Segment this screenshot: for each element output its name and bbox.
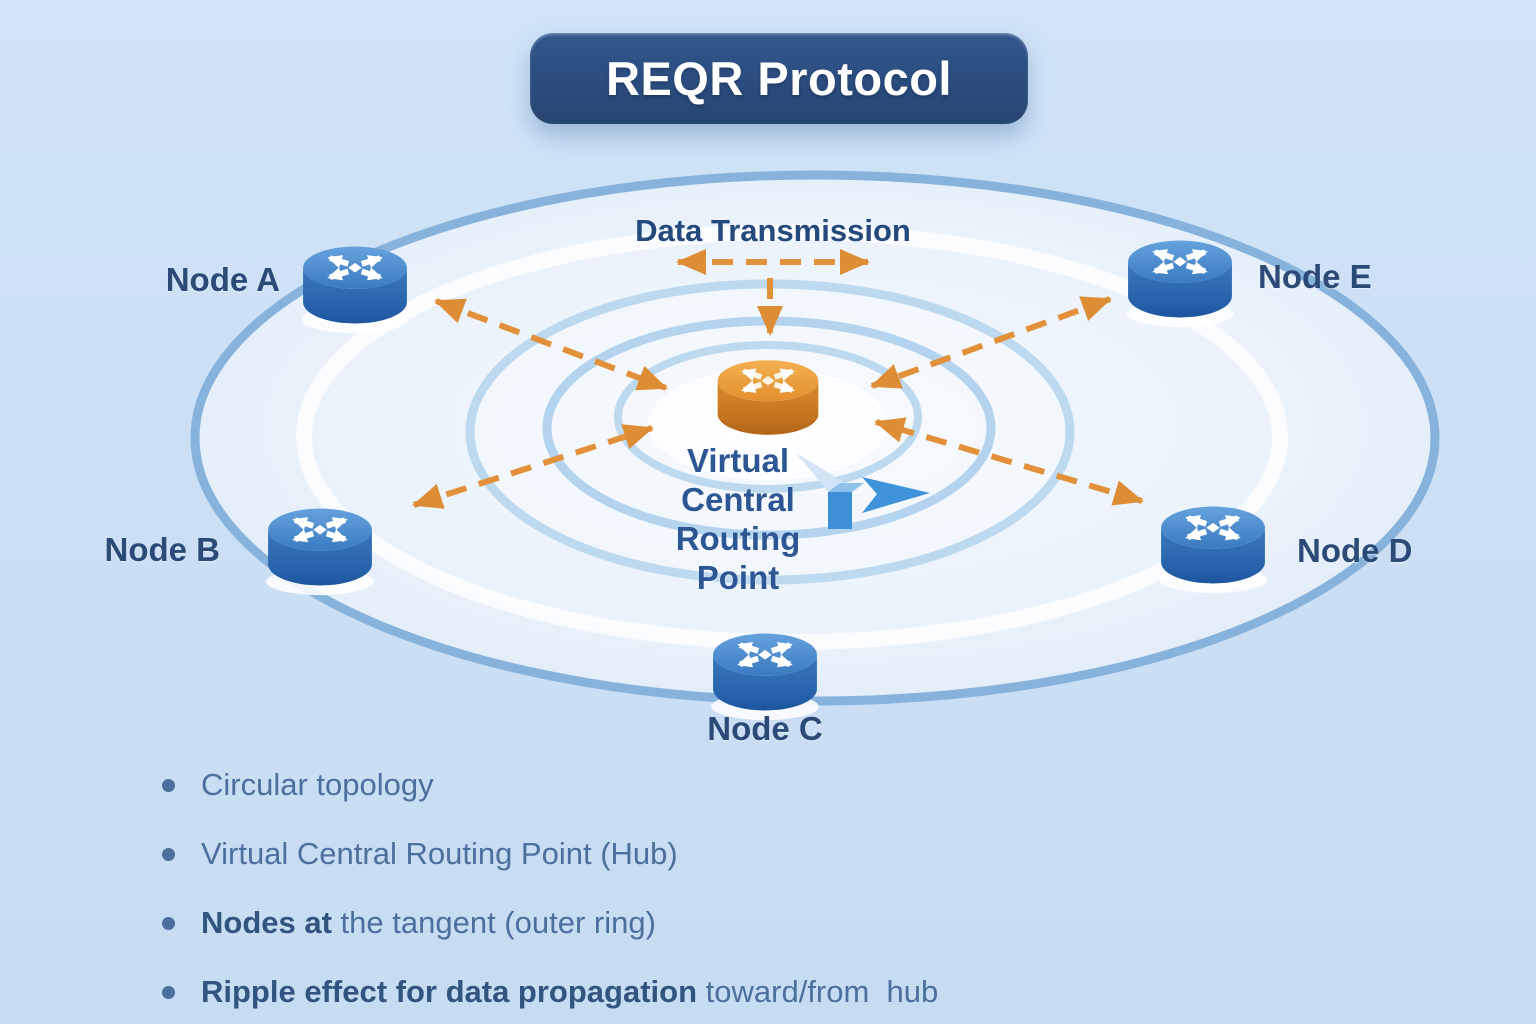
bullet-dot [162,916,175,930]
flow-box-icon [828,492,852,529]
node-c-label: Node C [707,710,823,747]
bullet-dot [162,985,175,999]
link-arrow-node-d [874,417,1144,506]
ripple-ring-1 [614,341,922,493]
title-banner: REQR Protocol [530,33,1028,124]
page-title: REQR Protocol [606,52,952,105]
data-transmission-label: Data Transmission [635,213,911,248]
bullet-dot [162,778,175,792]
flow-wedge [796,453,852,494]
router-icon-node-a [301,247,409,334]
link-arrow-node-b [412,424,654,509]
legend-item-bold: Ripple effect for data propagation [201,974,698,1009]
node-a-label: Node A [165,261,280,298]
flow-arrow-icon [862,477,930,513]
legend-item-circular-topology: Circular topology [162,766,938,804]
router-icon-node-e [1126,241,1234,328]
link-arrow-node-e [870,296,1112,389]
node-d-label: Node D [1297,532,1413,569]
legend-item-nodes-tangent: Nodes at the tangent (outer ring) [162,904,938,942]
node-e-label: Node E [1258,258,1372,295]
legend-item-text: the tangent (outer ring) [331,905,656,940]
node-b-label: Node B [104,531,221,568]
router-icon-node-b [266,509,374,596]
hub-router-icon [716,360,820,444]
legend-item-text: Virtual Central Routing Point (Hub) [201,836,678,871]
link-arrow-node-a [434,298,668,391]
flow-box-top [828,483,864,492]
bullet-dot [162,847,175,861]
router-icon-node-c [711,634,819,721]
legend-item-text: Circular topology [201,767,434,802]
router-icon-node-d [1159,507,1267,594]
legend-list: Circular topology Virtual Central Routin… [162,766,938,1024]
legend-item-bold: Nodes at [201,905,332,940]
legend-item-ripple-effect: Ripple effect for data propagation towar… [162,973,938,1011]
legend-item-virtual-hub: Virtual Central Routing Point (Hub) [162,835,938,873]
hub-label: Virtual Central Routing Point [675,442,801,596]
legend-item-text: toward/from hub [697,974,939,1009]
